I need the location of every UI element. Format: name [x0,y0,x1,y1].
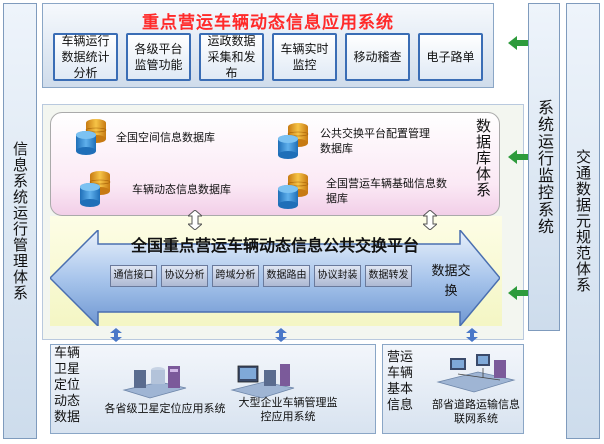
enterprise-monitor-icon [230,364,295,399]
database-icon [276,122,310,160]
application-module-row: 车辆运行数据统计分析 各级平台监管功能 运政数据采集和发布 车辆实时监控 移动稽… [53,33,483,81]
platform-module-row: 通信接口 协议分析 跨域分析 数据路由 协议封装 数据转发 [110,265,412,287]
db-platform-arrow [423,210,437,230]
satellite-panel-title: 车辆卫星定位动态数据 [54,346,81,425]
db-item-dynamic: 车辆动态信息数据库 [78,170,231,208]
platform-module: 数据路由 [263,265,310,287]
db-label: 全国营运车辆基础信息数据库 [326,177,447,205]
db-label: 公共交换平台配置管理数据库 [320,127,430,155]
db-label: 全国空间信息数据库 [116,130,215,144]
right-column-label: 交通数据元规范体系 [574,149,592,293]
left-system-column: 信息系统运行管理体系 [3,3,37,439]
database-icon [276,172,310,210]
platform-module: 数据转发 [365,265,412,287]
database-icon [74,118,108,156]
application-system-block: 重点营运车辆动态信息应用系统 车辆运行数据统计分析 各级平台监管功能 运政数据采… [42,3,494,88]
app-module: 运政数据采集和发布 [199,33,264,81]
monitor-arrow-icon [508,286,528,300]
monitor-column: 系统运行监控系统 [528,3,560,331]
system-label: 部省道路运输信息联网系统 [432,398,520,425]
bottom-link-arrow [110,328,122,342]
db-item-config: 公共交换平台配置管理数据库 [276,122,438,160]
basic-panel-title: 营运车辆基本信息 [387,350,414,413]
database-icon [78,170,112,208]
application-system-title: 重点营运车辆动态信息应用系统 [142,13,394,33]
app-module: 移动稽查 [345,33,410,81]
network-server-icon [436,354,516,393]
data-exchange-label: 数据交换 [431,264,471,299]
app-module: 各级平台监管功能 [126,33,191,81]
db-item-basic: 全国营运车辆基础信息数据库 [276,172,452,210]
left-column-label: 信息系统运行管理体系 [11,141,29,301]
db-item-spatial: 全国空间信息数据库 [74,118,215,156]
db-platform-arrow [188,210,202,230]
satellite-data-panel [50,344,376,434]
monitor-arrow-icon [508,36,528,50]
app-module: 车辆实时监控 [272,33,337,81]
db-label: 车辆动态信息数据库 [132,182,231,196]
system-label: 大型企业车辆管理监控应用系统 [238,396,338,423]
right-system-column: 交通数据元规范体系 [566,3,600,439]
satellite-server-icon [122,366,187,399]
system-label: 各省级卫星定位应用系统 [104,402,226,415]
database-block [50,112,500,216]
platform-module: 协议分析 [161,265,208,287]
bottom-link-arrow [275,328,287,342]
platform-module: 协议封装 [314,265,361,287]
monitor-column-label: 系统运行监控系统 [535,99,554,235]
platform-title: 全国重点营运车辆动态信息公共交换平台 [130,236,419,255]
bottom-link-arrow [466,328,478,342]
app-module: 电子路单 [418,33,483,81]
monitor-arrow-icon [508,150,528,164]
platform-module: 通信接口 [110,265,157,287]
database-title: 数据库体系 [474,118,492,198]
platform-module: 跨域分析 [212,265,259,287]
app-module: 车辆运行数据统计分析 [53,33,118,81]
